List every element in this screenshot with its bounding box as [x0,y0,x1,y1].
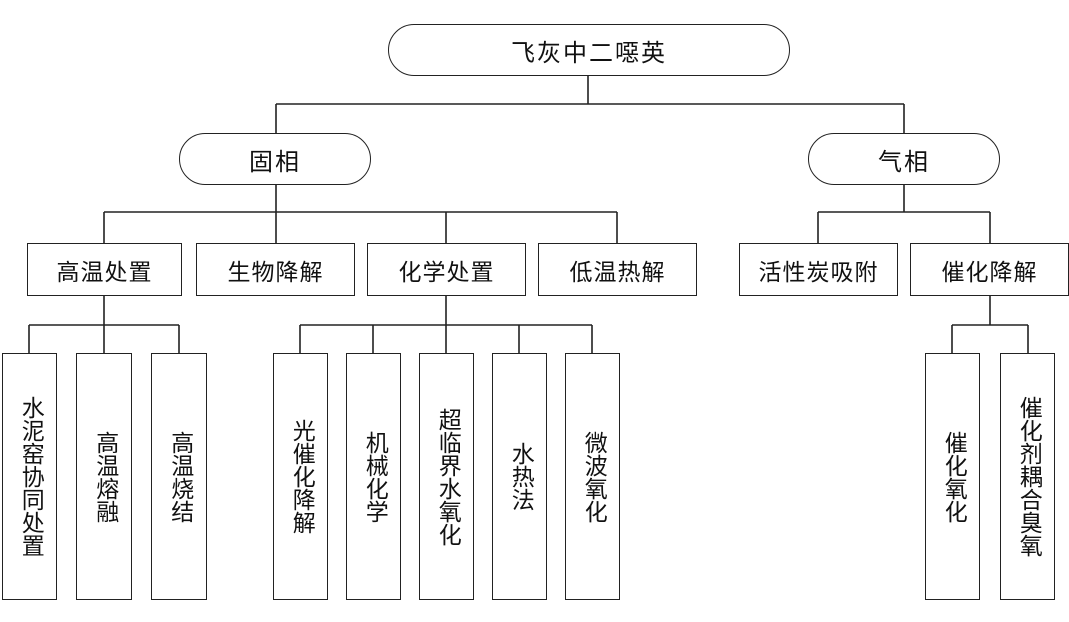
low-temp-pyrolysis-node: 低温热解 [538,243,697,296]
chemical-treatment-label: 化学处置 [398,259,495,286]
gas-phase-node: 气相 [808,133,1000,185]
supercritical-water-oxidation-node: 超临界水氧化 [419,353,474,600]
root-node: 飞灰中二噁英 [388,24,790,76]
biodegradation-node: 生物降解 [196,243,355,296]
high-temp-treatment-label: 高温处置 [56,259,153,286]
supercritical-water-oxidation-label: 超临界水氧化 [434,407,461,546]
mechanochemistry-node: 机械化学 [346,353,401,600]
high-temp-melting-label: 高温熔融 [91,430,118,523]
high-temp-sintering-node: 高温烧结 [151,353,207,600]
activated-carbon-adsorption-label: 活性炭吸附 [758,259,879,286]
photocatalytic-degradation-node: 光催化降解 [273,353,328,600]
high-temp-melting-node: 高温熔融 [76,353,132,600]
cement-kiln-co-processing-node: 水泥窑协同处置 [2,353,57,600]
microwave-oxidation-label: 微波氧化 [580,430,607,523]
catalytic-degradation-node: 催化降解 [910,243,1069,296]
solid-phase-node: 固相 [179,133,371,185]
catalytic-degradation-label: 催化降解 [941,259,1038,286]
hydrothermal-method-label: 水热法 [507,442,534,511]
photocatalytic-degradation-label: 光催化降解 [288,419,315,534]
catalyst-ozone-coupling-node: 催化剂耦合臭氧 [1000,353,1055,600]
high-temp-treatment-node: 高温处置 [27,243,182,296]
solid-phase-label: 固相 [249,147,301,176]
cement-kiln-co-processing-label: 水泥窑协同处置 [17,396,44,557]
root-node-label: 飞灰中二噁英 [511,38,667,67]
biodegradation-label: 生物降解 [227,259,324,286]
hydrothermal-method-node: 水热法 [492,353,547,600]
microwave-oxidation-node: 微波氧化 [565,353,620,600]
chemical-treatment-node: 化学处置 [367,243,526,296]
catalytic-oxidation-node: 催化氧化 [925,353,980,600]
activated-carbon-adsorption-node: 活性炭吸附 [739,243,898,296]
catalytic-oxidation-label: 催化氧化 [940,430,967,523]
gas-phase-label: 气相 [878,147,930,176]
high-temp-sintering-label: 高温烧结 [166,430,193,523]
low-temp-pyrolysis-label: 低温热解 [569,259,666,286]
mechanochemistry-label: 机械化学 [361,430,388,523]
catalyst-ozone-coupling-label: 催化剂耦合臭氧 [1015,396,1042,557]
